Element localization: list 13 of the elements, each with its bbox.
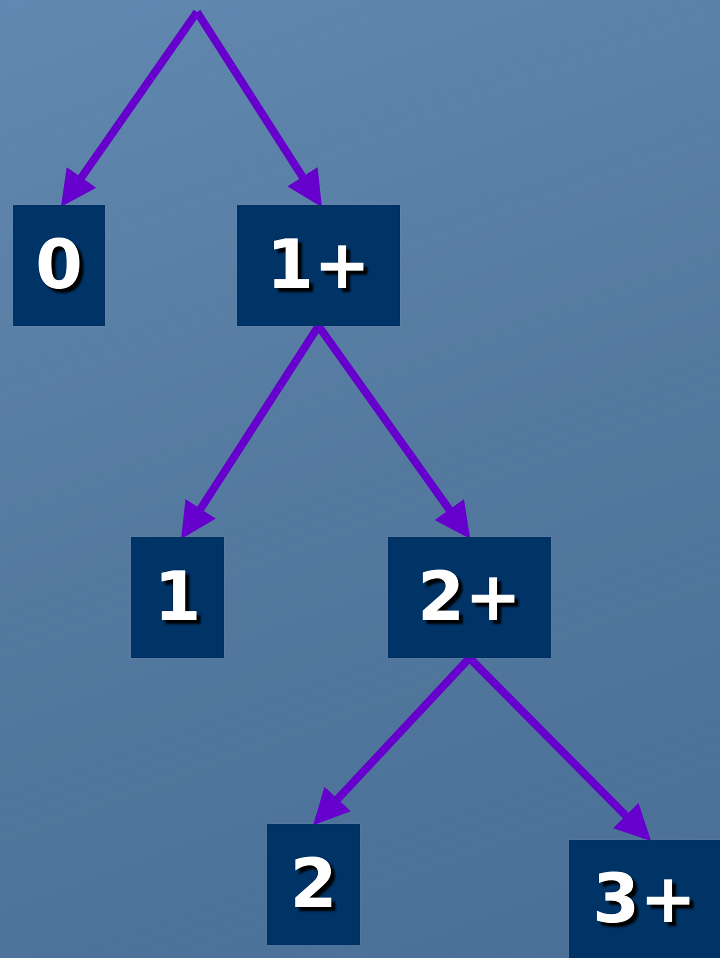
box-label: 2 — [290, 845, 338, 924]
number-box — [131, 537, 224, 658]
box-label: 0 — [35, 226, 83, 305]
number-box — [237, 205, 400, 326]
arrow — [194, 10, 322, 208]
number-box — [569, 840, 720, 958]
number-box — [13, 205, 105, 326]
box-label: 1 — [154, 558, 202, 637]
number-box — [267, 824, 360, 945]
box-label: 2+ — [417, 558, 522, 637]
box-label: 1+ — [266, 226, 371, 305]
box-label: 3+ — [592, 860, 697, 938]
number-box — [388, 537, 551, 658]
